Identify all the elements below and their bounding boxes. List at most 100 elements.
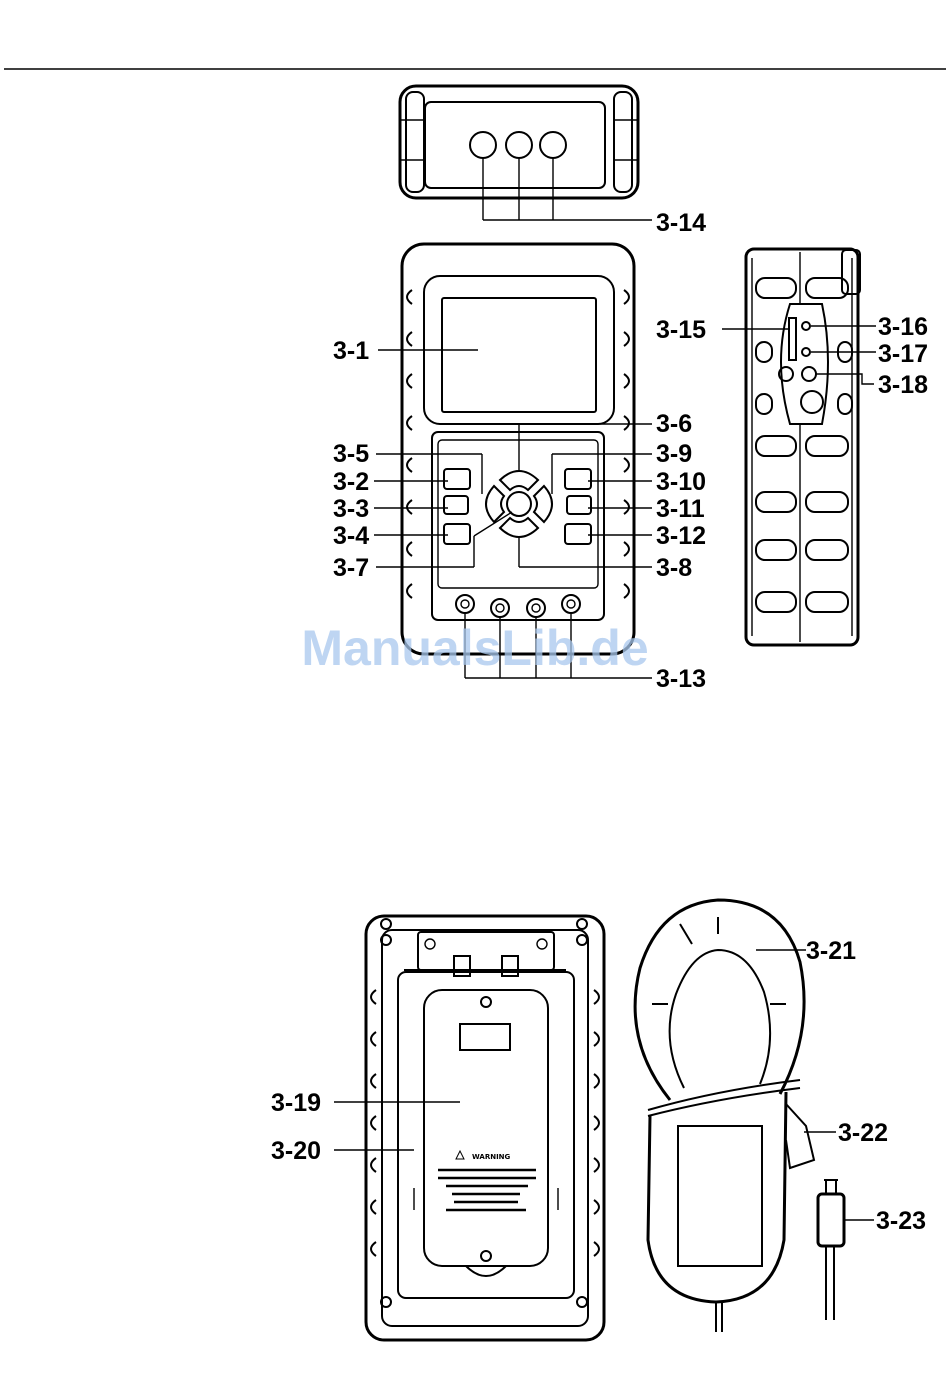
callout-3-23: 3-23 (876, 1207, 926, 1235)
callout-3-20: 3-20 (271, 1137, 321, 1165)
side-grip-slot (838, 394, 852, 414)
grip-bump (594, 1116, 599, 1130)
key-3-3 (444, 496, 468, 514)
clamp-jaw (635, 900, 804, 1100)
grip-bump (371, 1242, 376, 1256)
grip-bump (407, 500, 412, 514)
front-socket-1 (456, 595, 474, 613)
key-3-10 (565, 469, 591, 489)
warning-text-block (438, 1170, 536, 1210)
side-grip-slot (806, 436, 848, 456)
grip-bump (594, 1158, 599, 1172)
grip-bump (594, 1242, 599, 1256)
grip-bump (624, 458, 629, 472)
grip-bump (624, 500, 629, 514)
probe-plug (818, 1194, 844, 1246)
grip-bump (371, 1074, 376, 1088)
callout-3-18: 3-18 (878, 371, 928, 399)
leader-lines (374, 350, 652, 567)
callout-3-7: 3-7 (333, 554, 369, 582)
grip-bump (624, 584, 629, 598)
callout-3-4: 3-4 (333, 522, 369, 550)
side-grip-slot (806, 540, 848, 560)
side-grip-slot (756, 540, 796, 560)
arrow-up-key (500, 471, 538, 490)
side-grip-slot (756, 592, 796, 612)
grip-bump (407, 332, 412, 346)
arrow-left-key (486, 486, 504, 522)
callout-3-16: 3-16 (878, 313, 928, 341)
arrow-down-key (500, 518, 538, 537)
grip-bump (594, 990, 599, 1004)
grip-bump (407, 584, 412, 598)
side-grip-slot (756, 492, 796, 512)
callout-3-17: 3-17 (878, 340, 928, 368)
watermark: ManualsLib.de (301, 620, 648, 676)
callout-3-11: 3-11 (656, 495, 705, 523)
grip-bump (407, 458, 412, 472)
grip-bump (371, 1200, 376, 1214)
front-socket-4 (562, 595, 580, 613)
grip-bump (371, 1116, 376, 1130)
callout-3-6: 3-6 (656, 410, 692, 438)
side-grip-slot (806, 492, 848, 512)
key-3-11 (567, 496, 591, 514)
callout-3-19: 3-19 (271, 1089, 321, 1117)
callout-3-5: 3-5 (333, 440, 369, 468)
key-3-2 (444, 469, 470, 489)
warning-label: WARNING (438, 1151, 536, 1210)
callout-3-14: 3-14 (656, 209, 706, 237)
callout-3-9: 3-9 (656, 440, 692, 468)
grip-bump (624, 290, 629, 304)
top-view (400, 86, 652, 220)
grip-bump (407, 374, 412, 388)
warning-triangle-icon (456, 1151, 464, 1159)
grip-bump (407, 290, 412, 304)
callout-3-2: 3-2 (333, 468, 369, 496)
grip-bump (371, 1158, 376, 1172)
key-3-12 (565, 524, 591, 544)
clamp-body (648, 1092, 786, 1302)
top-socket-1 (470, 132, 496, 158)
arrow-right-key (534, 486, 552, 522)
grip-bump (371, 990, 376, 1004)
top-socket-2 (506, 132, 532, 158)
grip-bump (624, 542, 629, 556)
grip-bump (624, 374, 629, 388)
battery-window (460, 1024, 510, 1050)
callout-3-13: 3-13 (656, 665, 706, 693)
front-view (402, 244, 652, 678)
side-grip-slot (756, 436, 796, 456)
side-grip-slot (756, 394, 772, 414)
grip-bump (594, 1200, 599, 1214)
clamp-trigger (786, 1104, 814, 1168)
key-3-4 (444, 524, 470, 544)
callout-3-3: 3-3 (333, 495, 369, 523)
grip-bump (624, 416, 629, 430)
side-view (722, 249, 876, 645)
back-view: WARNING (334, 916, 604, 1340)
front-socket-3 (527, 599, 545, 617)
callout-3-22: 3-22 (838, 1119, 888, 1147)
callout-3-8: 3-8 (656, 554, 692, 582)
callout-3-1: 3-1 (333, 337, 369, 365)
grip-bump (371, 1032, 376, 1046)
grip-bump (624, 332, 629, 346)
side-grip-slot (756, 342, 772, 362)
grip-bump (407, 542, 412, 556)
warning-title: WARNING (472, 1153, 511, 1161)
callout-3-10: 3-10 (656, 468, 706, 496)
top-socket-3 (540, 132, 566, 158)
side-grip-slot (806, 592, 848, 612)
callout-3-21: 3-21 (806, 937, 856, 965)
grip-bump (594, 1074, 599, 1088)
callout-3-12: 3-12 (656, 522, 706, 550)
grip-bump (407, 416, 412, 430)
grip-bump (594, 1032, 599, 1046)
side-grip-slot (756, 278, 796, 298)
battery-cover (424, 990, 548, 1266)
lcd-screen (442, 298, 596, 412)
front-socket-2 (491, 599, 509, 617)
callout-3-15: 3-15 (656, 316, 706, 344)
